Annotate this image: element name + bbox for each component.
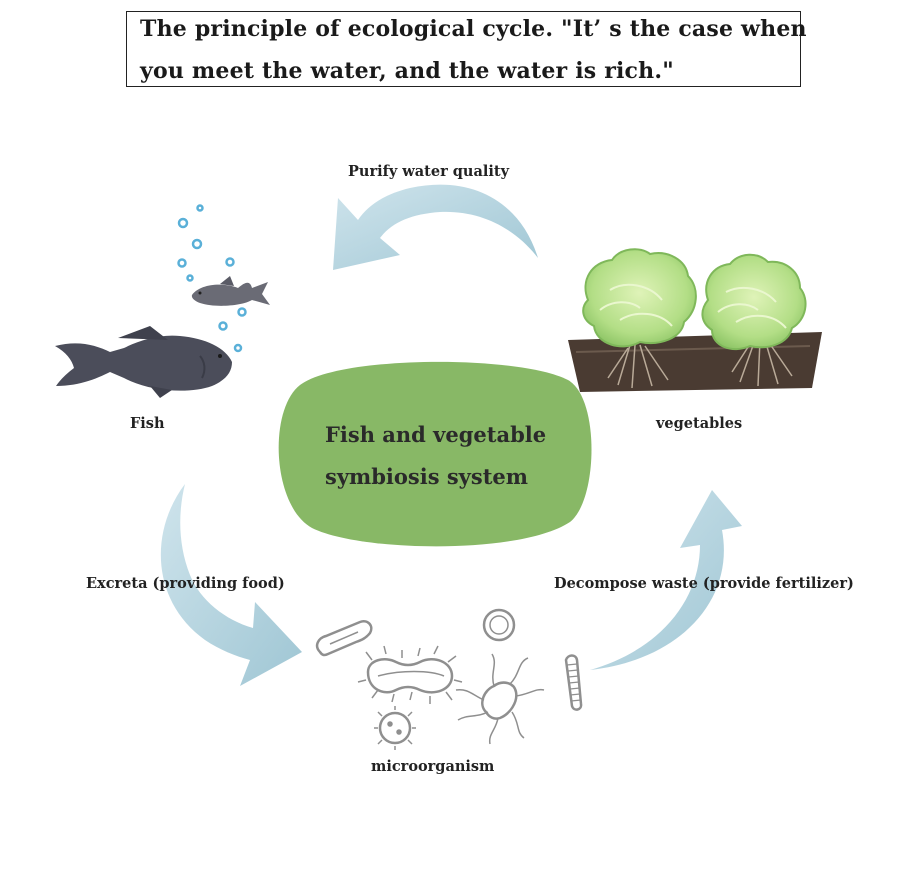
title-line-2: you meet the water, and the water is ric… [140,58,674,84]
label-purify-water: Purify water quality [348,163,510,180]
title-box: The principle of ecological cycle. "It’ … [126,11,807,87]
center-title-line-1: Fish and vegetable [325,422,547,447]
small-fish-icon [191,276,270,306]
label-decompose: Decompose waste (provide fertilizer) [554,575,854,592]
title-line-1: The principle of ecological cycle. "It’ … [140,16,807,42]
label-fish: Fish [130,415,165,432]
center-blob [278,361,592,547]
arrow-purify [333,184,538,270]
arrow-decompose [590,490,742,670]
big-fish-icon [55,326,232,398]
label-microorganism: microorganism [371,758,495,775]
microorganism-icons [315,608,583,750]
label-vegetables: vegetables [656,415,743,432]
lettuce-icon [582,248,807,351]
arrow-excreta [160,484,302,686]
label-excreta: Excreta (providing food) [86,575,285,592]
bubbles-icon [177,204,247,353]
center-title-line-2: symbiosis system [325,464,528,489]
